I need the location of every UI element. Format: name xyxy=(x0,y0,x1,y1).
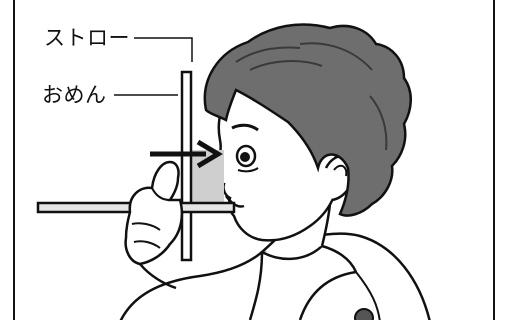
mask-board xyxy=(182,72,191,260)
jacket-button xyxy=(355,309,373,320)
child-hand xyxy=(126,162,182,264)
eye-pupil xyxy=(240,152,250,162)
leader-line-straw xyxy=(134,38,192,62)
straw-label: ストロー xyxy=(44,28,130,49)
mask-label: おめん xyxy=(42,85,107,106)
